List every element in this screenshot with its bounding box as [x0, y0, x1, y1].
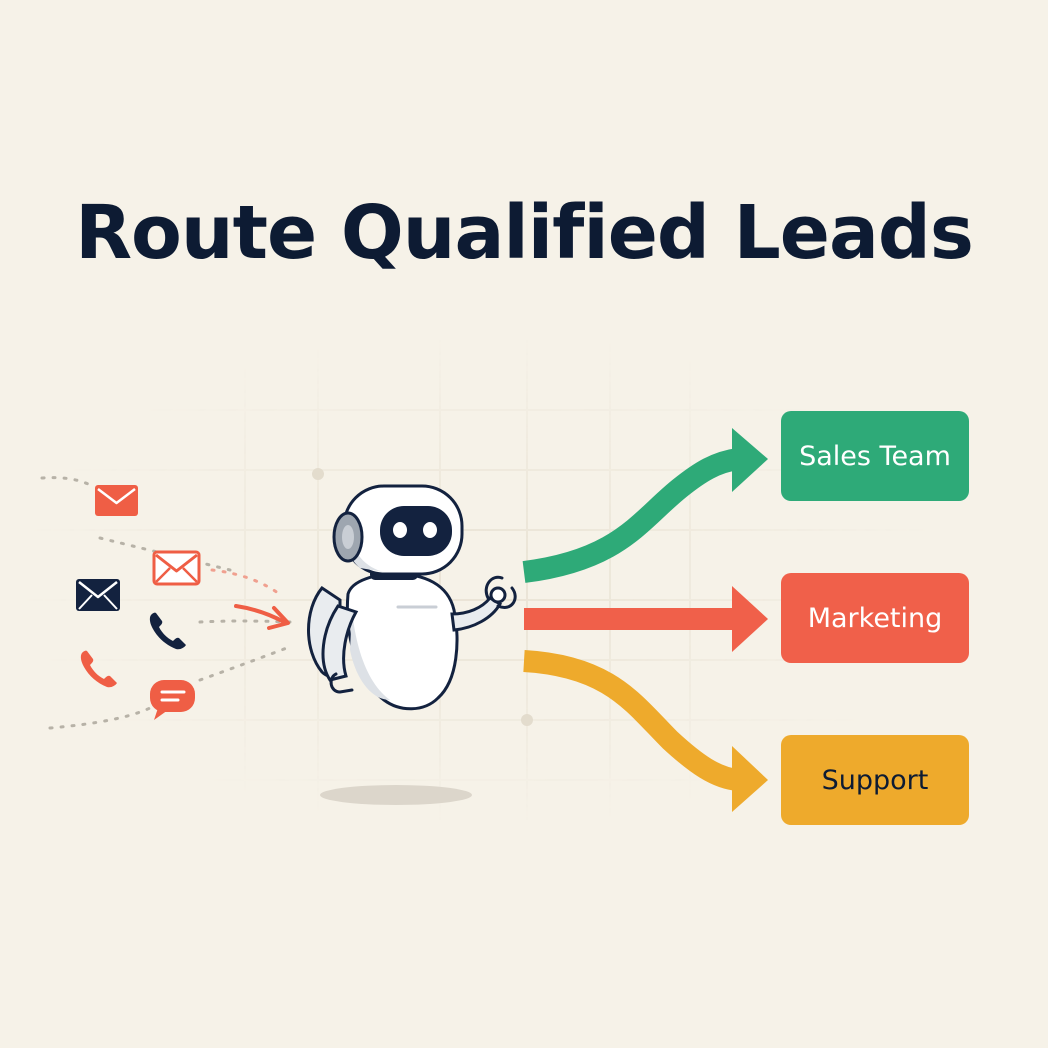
destination-marketing: Marketing: [781, 573, 969, 663]
incoming-arrow-head: [267, 606, 290, 630]
robot-icon: [307, 484, 517, 805]
grid-nodes: [312, 468, 533, 726]
envelope-icon: [152, 550, 201, 586]
robot-shadow: [320, 785, 472, 805]
phone-icon: [80, 650, 117, 688]
envelope-icon: [76, 579, 120, 611]
destination-sales-team: Sales Team: [781, 411, 969, 501]
phone-icon: [149, 612, 186, 650]
route-arrow-support: [523, 650, 768, 812]
destination-support: Support: [781, 735, 969, 825]
route-arrow-sales: [522, 428, 768, 583]
diagram-title: Route Qualified Leads: [75, 190, 974, 276]
route-arrow-marketing: [524, 586, 768, 652]
chat-bubble-icon: [150, 680, 195, 720]
incoming-arrow: [234, 604, 286, 624]
envelope-icon: [95, 485, 138, 516]
background-grid: [20, 340, 1000, 820]
